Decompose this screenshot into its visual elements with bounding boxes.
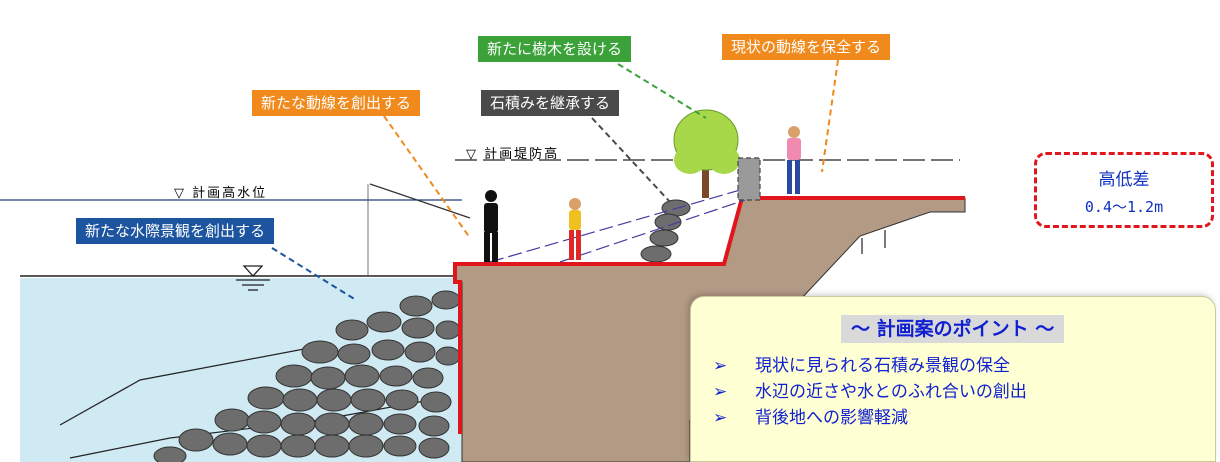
embankment-level-label: ▽ 計画堤防高 bbox=[466, 147, 560, 162]
height-difference-title: 高低差 bbox=[1098, 170, 1150, 190]
list-item: ➢ 現状に見られる石積み景観の保全 bbox=[713, 353, 1027, 379]
list-item: ➢ 水辺の近さや水とのふれ合いの創出 bbox=[713, 379, 1027, 405]
label-new-trees: 新たに樹木を設ける bbox=[478, 36, 632, 62]
leader-lines bbox=[271, 59, 839, 301]
arrow-icon: ➢ bbox=[713, 408, 728, 428]
key-point-text: 現状に見られる石積み景観の保全 bbox=[755, 356, 1010, 376]
label-preserve-path: 現状の動線を保全する bbox=[722, 34, 891, 60]
water-level-mark bbox=[236, 265, 270, 291]
path-sight-lines bbox=[489, 189, 746, 263]
fence-post bbox=[737, 157, 761, 201]
slope-stones bbox=[640, 199, 691, 263]
key-point-text: 水辺の近さや水とのふれ合いの創出 bbox=[755, 382, 1027, 402]
height-difference-value: 0.4～1.2m bbox=[1084, 198, 1164, 216]
key-points-panel: ～ 計画案のポイント ～ ➢ 現状に見られる石積み景観の保全 ➢ 水辺の近さや水との… bbox=[690, 296, 1216, 462]
label-create-path: 新たな動線を創出する bbox=[252, 90, 421, 116]
list-item: ➢ 背後地への影響軽減 bbox=[713, 405, 1027, 431]
label-waterside: 新たな水際景観を創出する bbox=[76, 218, 275, 244]
high-water-level-label: ▽ 計画高水位 bbox=[174, 186, 268, 201]
arrow-icon: ➢ bbox=[713, 382, 728, 402]
key-points-title: ～ 計画案のポイント ～ bbox=[841, 315, 1065, 343]
tree bbox=[673, 109, 740, 198]
arrow-icon: ➢ bbox=[713, 356, 728, 376]
walking-person-top bbox=[787, 126, 801, 194]
height-difference-box: 高低差 0.4～1.2m bbox=[1034, 152, 1214, 228]
label-inherit-stones: 石積みを継承する bbox=[481, 90, 620, 116]
fishing-person bbox=[367, 183, 498, 276]
walking-person-mid bbox=[569, 198, 581, 260]
revetment-stones bbox=[153, 290, 461, 462]
key-point-text: 背後地への影響軽減 bbox=[755, 408, 908, 428]
key-points-list: ➢ 現状に見られる石積み景観の保全 ➢ 水辺の近さや水とのふれ合いの創出 ➢ 背後地へ… bbox=[713, 353, 1027, 431]
